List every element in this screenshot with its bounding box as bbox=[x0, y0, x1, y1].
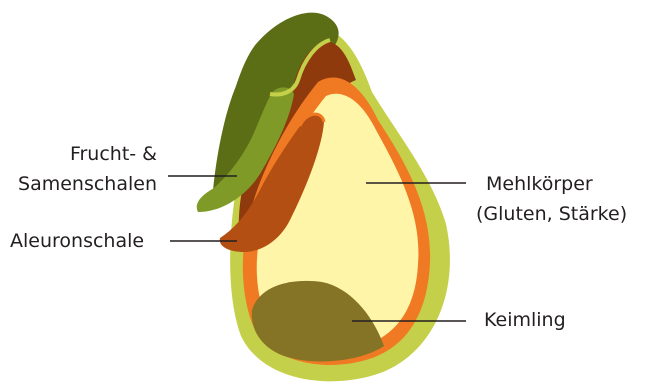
label-endosperm-line2: (Gluten, Stärke) bbox=[476, 202, 627, 226]
label-germ: Keimling bbox=[484, 308, 566, 332]
label-aleurone: Aleuronschale bbox=[10, 229, 144, 253]
label-endosperm-line1: Mehlkörper bbox=[486, 172, 593, 196]
label-pericarp-line2: Samenschalen bbox=[18, 172, 157, 196]
label-pericarp-line1: Frucht- & bbox=[70, 142, 157, 166]
